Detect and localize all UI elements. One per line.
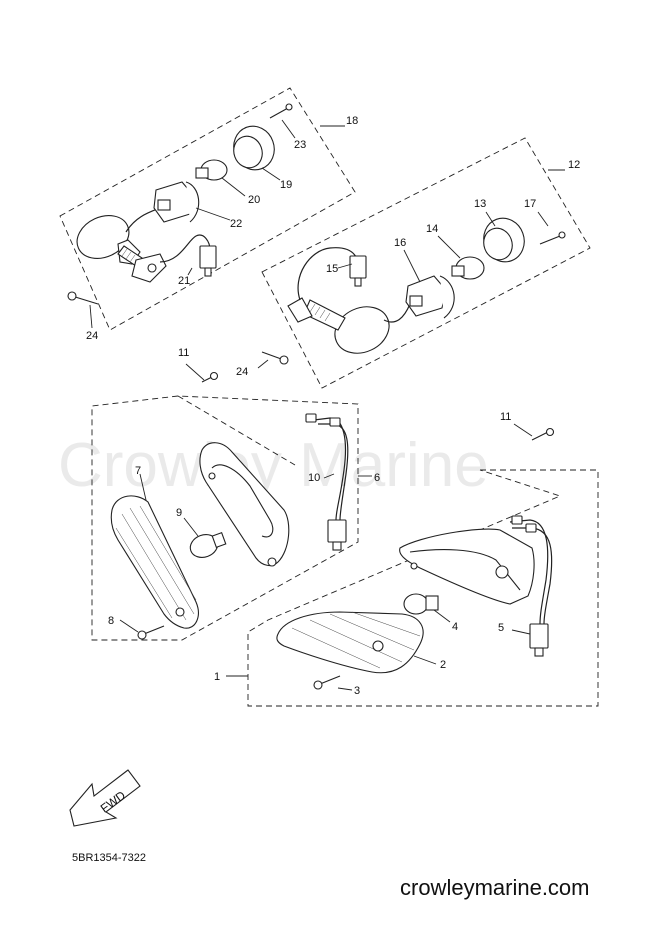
callout-12: 12 [568, 159, 580, 171]
callout-7: 7 [135, 465, 141, 477]
callout-14: 14 [426, 223, 438, 235]
part-code: 5BR1354-7322 [72, 852, 147, 864]
callout-4: 4 [452, 621, 458, 633]
rear-signal-assembly-left [59, 87, 356, 331]
front-signal-assembly-left [91, 363, 359, 641]
callout-1: 1 [214, 671, 220, 683]
callout-21: 21 [178, 275, 190, 287]
callout-6: 6 [374, 472, 380, 484]
callout-24-right: 24 [236, 366, 248, 378]
website-label[interactable]: crowleymarine.com [400, 875, 590, 900]
leaders-top-left [89, 119, 345, 329]
callout-18: 18 [346, 115, 358, 127]
fwd-arrow-icon: FWD [69, 769, 141, 827]
leaders-front-right [226, 609, 531, 691]
callout-17: 17 [524, 198, 536, 210]
callout-16: 16 [394, 237, 406, 249]
callout-19: 19 [280, 179, 292, 191]
callout-8: 8 [108, 615, 114, 627]
callout-2: 2 [440, 659, 446, 671]
front-signal-assembly-right [247, 423, 599, 707]
callout-11-right: 11 [500, 411, 511, 423]
callout-23: 23 [294, 139, 306, 151]
callout-11: 11 [178, 347, 189, 359]
callout-3: 3 [354, 685, 360, 697]
callout-13: 13 [474, 198, 486, 210]
rear-signal-assembly-right [261, 137, 591, 389]
callout-9: 9 [176, 507, 182, 519]
watermark: Crowley Marine [58, 431, 489, 500]
callout-10: 10 [308, 472, 320, 484]
callout-24: 24 [86, 330, 98, 342]
leaders-front-left [119, 473, 372, 633]
callout-22: 22 [230, 218, 242, 230]
callout-5: 5 [498, 622, 504, 634]
callout-20: 20 [248, 194, 260, 206]
leaders-right [257, 169, 565, 369]
callout-15: 15 [326, 263, 338, 275]
